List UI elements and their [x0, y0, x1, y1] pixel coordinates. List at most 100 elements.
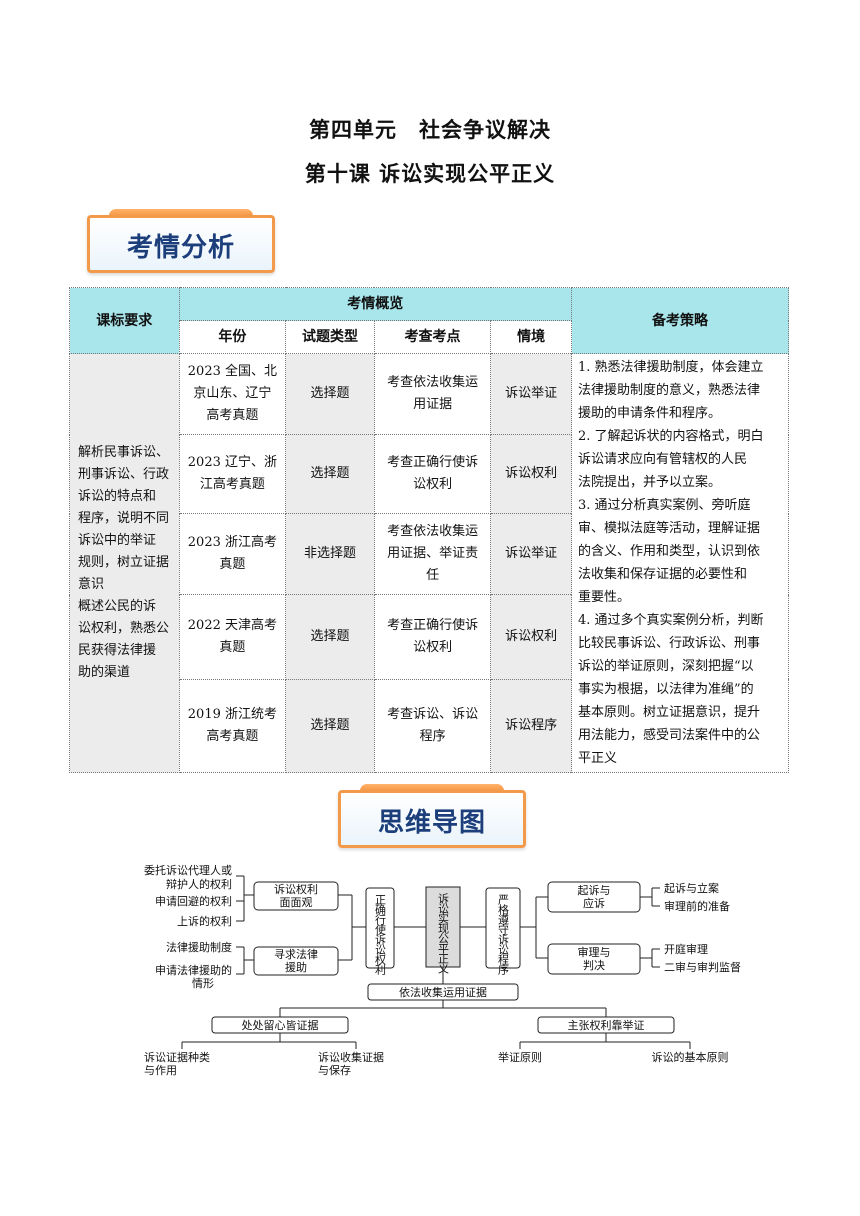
type-cell: 选择题 [285, 678, 375, 774]
node-text: 应诉 [583, 896, 605, 910]
year-line: 2022 天津高考 [187, 618, 277, 634]
center-box [425, 886, 461, 968]
context-cell: 诉讼举证 [490, 352, 572, 436]
strategy-line: 诉讼请求应向有管辖权的人民 [578, 452, 748, 467]
year-line: 高考真题 [206, 408, 259, 424]
strategy-line: 重要性。 [578, 590, 631, 605]
node-box [547, 881, 641, 913]
point-cell: 考查诉讼、诉讼 程序 [373, 678, 492, 774]
year-cell: 2023 辽宁、浙 江高考真题 [178, 434, 287, 515]
context-cell: 诉讼权利 [490, 434, 572, 515]
strategy-line: 4. 通过多个真实案例分析，判断 [578, 613, 764, 628]
header-context: 情境 [490, 320, 572, 354]
year-line: 真题 [219, 557, 246, 573]
context-cell: 诉讼程序 [490, 678, 572, 774]
node-box [547, 943, 641, 975]
point-line: 考查依法收集运 [387, 375, 479, 391]
context-cell: 诉讼权利 [490, 594, 572, 680]
analysis-banner-text: 考情分析 [126, 233, 235, 263]
branch-box [365, 887, 395, 969]
leaf-text: 委托诉讼代理人或 [144, 863, 232, 877]
year-line: 江高考真题 [199, 477, 265, 493]
strategy-line: 1. 熟悉法律援助制度，体会建立 [578, 360, 764, 375]
year-cell: 2022 天津高考 真题 [178, 594, 287, 680]
requirement-line: 程序，说明不同 [78, 511, 170, 526]
point-line: 考查正确行使诉 [387, 618, 479, 634]
type-cell: 选择题 [285, 594, 375, 680]
strategy-cell: 1. 熟悉法律援助制度，体会建立 法律援助制度的意义，熟悉法律 援助的申请条件和… [571, 353, 789, 773]
right-branch-text: 严格遵守诉讼程序 [497, 894, 510, 976]
mindmap-banner-text: 思维导图 [377, 808, 486, 838]
leaf-text: 法律援助制度 [166, 940, 232, 954]
requirement-line: 规则，树立证据 [78, 555, 170, 570]
node-text: 审理与 [578, 945, 611, 959]
point-cell: 考查正确行使诉 讼权利 [373, 594, 492, 680]
requirement-line: 讼权利，熟悉公 [78, 621, 170, 636]
lesson-title: 第十课 诉讼实现公平正义 [304, 162, 556, 186]
strategy-line: 平正义 [578, 751, 618, 766]
year-line: 2023 辽宁、浙 [187, 455, 277, 471]
requirement-cell: 解析民事诉讼、 刑事诉讼、行政 诉讼的特点和 程序，说明不同 诉讼中的举证 规则… [69, 353, 180, 773]
header-type: 试题类型 [285, 320, 375, 354]
leaf-text: 开庭审理 [664, 942, 708, 956]
requirement-line: 诉讼中的举证 [78, 533, 157, 548]
header-point: 考查考点 [373, 320, 492, 354]
strategy-line: 用法能力，感受司法案件中的公 [578, 728, 761, 743]
leaf-text: 辩护人的权利 [166, 877, 232, 891]
point-line: 用证据 [413, 397, 453, 413]
exam-analysis-table: 课标要求 考情概览 备考策略 年份 试题类型 考查考点 情境 解析民事诉讼、 刑… [69, 287, 789, 774]
node-box [211, 1016, 349, 1034]
strategy-line: 比较民事诉讼、行政诉讼、刑事 [578, 636, 761, 651]
point-line: 用证据、举证责 [387, 546, 479, 562]
strategy-line: 的含义、作用和类型，认识到依 [578, 544, 761, 559]
node-text: 寻求法律 [274, 947, 318, 961]
analysis-banner: 考情分析 [87, 209, 275, 273]
point-line: 程序 [419, 728, 446, 744]
node-text: 处处留心皆证据 [242, 1018, 319, 1032]
leaf-text: 审理前的准备 [664, 899, 730, 913]
leaf-text: 起诉与立案 [664, 881, 719, 895]
year-line: 真题 [219, 640, 246, 656]
leaf-text: 诉讼证据种类 [144, 1050, 210, 1064]
year-cell: 2023 全国、北 京山东、辽宁 高考真题 [178, 352, 287, 436]
year-cell: 2019 浙江统考 高考真题 [178, 678, 287, 774]
leaf-text: 申请回避的权利 [155, 894, 232, 908]
year-line: 高考真题 [206, 728, 259, 744]
header-requirement: 课标要求 [69, 287, 180, 354]
requirement-line: 民获得法律援 [78, 643, 157, 658]
requirement-line: 概述公民的诉 [78, 599, 157, 614]
requirement-text: 解析民事诉讼、 刑事诉讼、行政 诉讼的特点和 程序，说明不同 诉讼中的举证 规则… [78, 442, 171, 684]
node-box [253, 946, 339, 976]
header-year: 年份 [178, 320, 287, 354]
root-box [367, 983, 519, 1001]
leaf-text: 与作用 [144, 1064, 177, 1077]
point-line: 任 [426, 568, 440, 584]
requirement-line: 诉讼的特点和 [78, 489, 157, 504]
leaf-text: 情形 [192, 977, 214, 990]
header-strategy: 备考策略 [571, 287, 789, 354]
leaf-text: 二审与审判监督 [664, 960, 741, 974]
strategy-line: 2. 了解起诉状的内容格式，明白 [578, 429, 764, 444]
strategy-line: 法收集和保存证据的必要性和 [578, 567, 748, 582]
context-cell: 诉讼举证 [490, 513, 572, 596]
type-cell: 选择题 [285, 434, 375, 515]
strategy-line: 基本原则。树立证据意识，提升 [578, 705, 761, 720]
point-cell: 考查正确行使诉 讼权利 [373, 434, 492, 515]
year-cell: 2023 浙江高考 真题 [178, 513, 287, 596]
node-box [537, 1016, 675, 1034]
center-text: 诉讼实现公平正义 [437, 893, 450, 974]
point-line: 讼权利 [413, 477, 453, 493]
requirement-line: 刑事诉讼、行政 [78, 467, 170, 482]
node-text: 判决 [583, 959, 605, 972]
mind-map: 委托诉讼代理人或 辩护人的权利 申请回避的权利 上诉的权利 法律援助制度 申请法… [144, 863, 741, 1077]
leaf-text: 诉讼收集证据 [318, 1050, 384, 1064]
requirement-line: 助的渠道 [78, 665, 131, 680]
strategy-line: 诉讼的举证原则，深刻把握“以 [578, 659, 754, 674]
strategy-line: 3. 通过分析真实案例、旁听庭 [578, 498, 751, 513]
point-cell: 考查依法收集运 用证据、举证责 任 [373, 513, 492, 596]
leaf-text: 诉讼的基本原则 [652, 1050, 729, 1064]
mindmap-banner: 思维导图 [338, 784, 526, 848]
year-line: 2023 浙江高考 [187, 535, 277, 551]
strategy-line: 援助的申请条件和程序。 [578, 406, 722, 421]
node-text: 主张权利靠举证 [568, 1018, 645, 1032]
